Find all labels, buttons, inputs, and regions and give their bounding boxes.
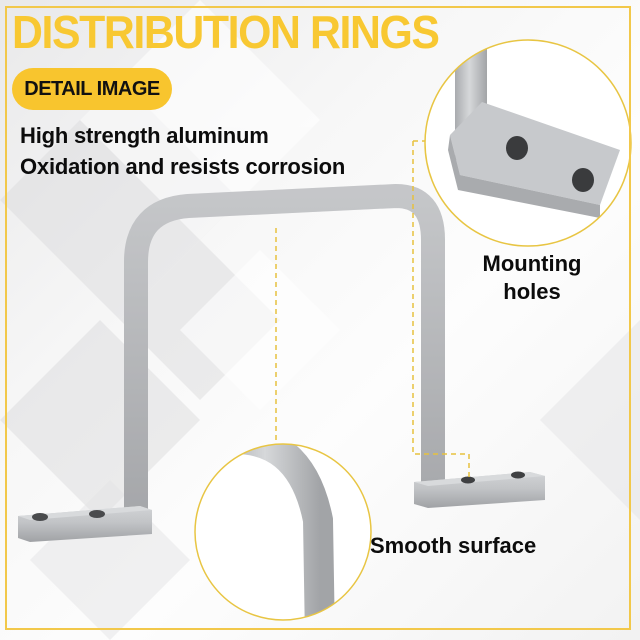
feature-list: High strength aluminum Oxidation and res… — [20, 120, 345, 182]
left-mounting-plate — [18, 506, 152, 542]
leader-line-mounting — [412, 141, 470, 478]
detail-image-badge: DETAIL IMAGE — [12, 68, 172, 110]
right-mounting-plate — [414, 471, 545, 508]
smooth-surface-label: Smooth surface — [370, 533, 537, 558]
mounting-label-line1: Mounting — [482, 251, 582, 276]
page-title: DISTRIBUTION RINGS — [12, 6, 440, 58]
smooth-surface-zoom-circle — [194, 443, 372, 621]
feature-item: Oxidation and resists corrosion — [20, 154, 346, 179]
mounting-holes-label: Mounting holes — [466, 250, 598, 306]
ring-rod — [124, 184, 445, 520]
feature-item: High strength aluminum — [20, 123, 269, 148]
mounting-holes-zoom-circle — [424, 39, 632, 247]
badge-label: DETAIL IMAGE — [24, 77, 160, 100]
mounting-label-line2: holes — [503, 279, 561, 304]
